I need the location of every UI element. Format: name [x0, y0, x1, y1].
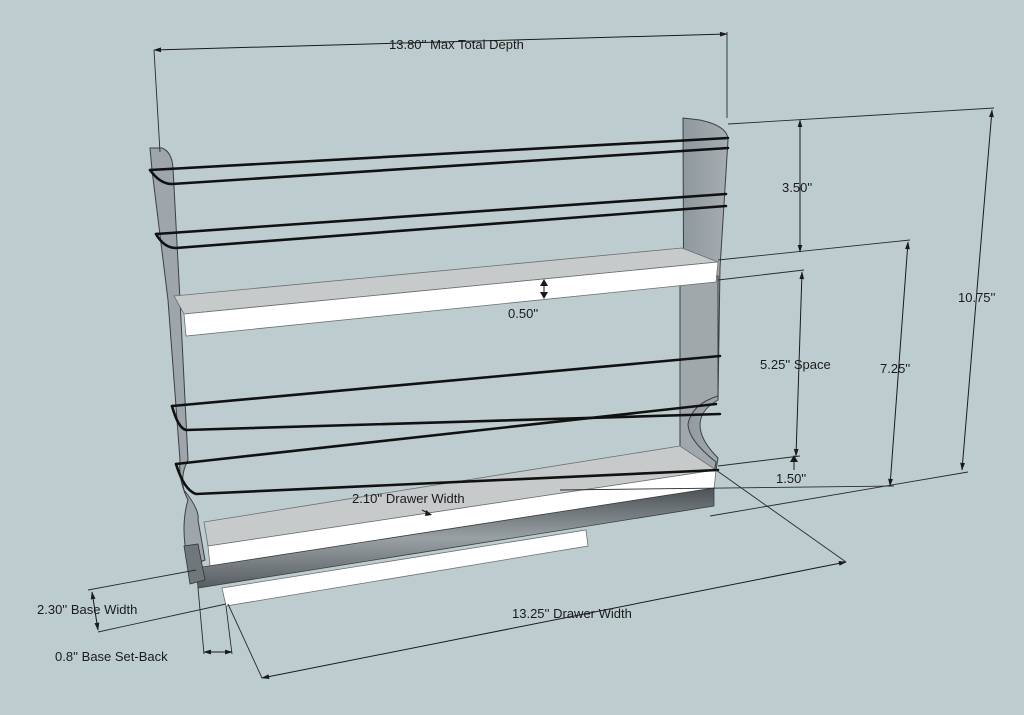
- lower-wire-rails: [170, 354, 722, 496]
- dim-725: [888, 241, 910, 487]
- label-230-base-width: 2.30'' Base Width: [37, 602, 137, 617]
- label-210-drawer-width: 2.10'' Drawer Width: [352, 491, 465, 506]
- dim-525: [793, 271, 805, 457]
- right-side-panel-lower: [679, 275, 719, 479]
- label-1075: 10.75'': [958, 290, 996, 305]
- label-050: 0.50'': [508, 306, 538, 321]
- label-150: 1.50'': [776, 471, 806, 486]
- dim-1325: [261, 561, 847, 679]
- label-725: 7.25'': [880, 361, 910, 376]
- left-side-panel: [149, 147, 206, 567]
- dim-max-depth: [153, 31, 728, 53]
- dim-230: [90, 591, 100, 631]
- label-525-space: 5.25'' Space: [760, 357, 831, 372]
- label-max-depth: 13.80'' Max Total Depth: [389, 37, 524, 52]
- upper-wire-rails: [148, 136, 730, 250]
- label-350: 3.50'': [782, 180, 812, 195]
- upper-shelf-front: [183, 261, 719, 337]
- label-1325-drawer-width: 13.25'' Drawer Width: [512, 606, 632, 621]
- label-08-base-setback: 0.8'' Base Set-Back: [55, 649, 168, 664]
- dim-1075: [960, 109, 994, 471]
